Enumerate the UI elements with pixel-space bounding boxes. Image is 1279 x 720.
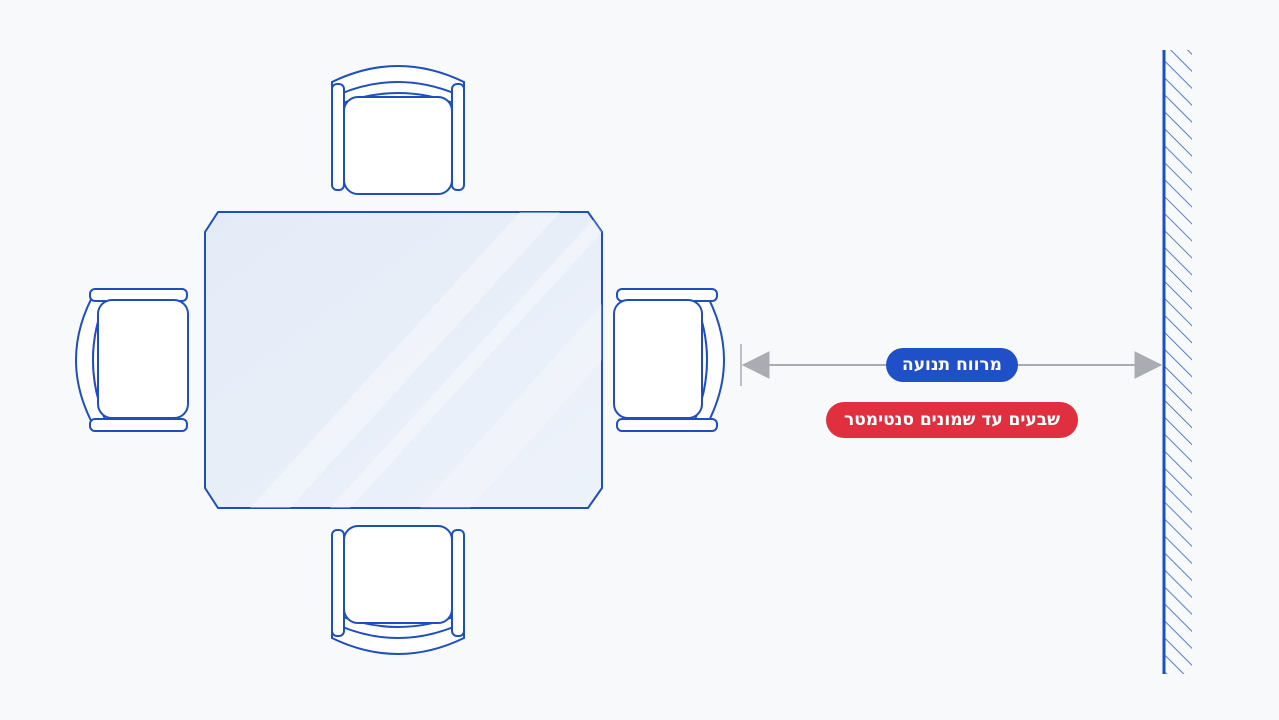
chair-bottom	[331, 525, 465, 655]
chair-left	[75, 288, 189, 432]
table	[204, 211, 603, 509]
table-glass-reflection	[250, 212, 602, 508]
wall	[1162, 50, 1192, 674]
chair-top	[331, 65, 465, 195]
clearance-label: מרווח תנועה	[886, 348, 1018, 382]
chair-right	[613, 288, 725, 432]
distance-label: שבעים עד שמונים סנטימטר	[826, 402, 1078, 438]
